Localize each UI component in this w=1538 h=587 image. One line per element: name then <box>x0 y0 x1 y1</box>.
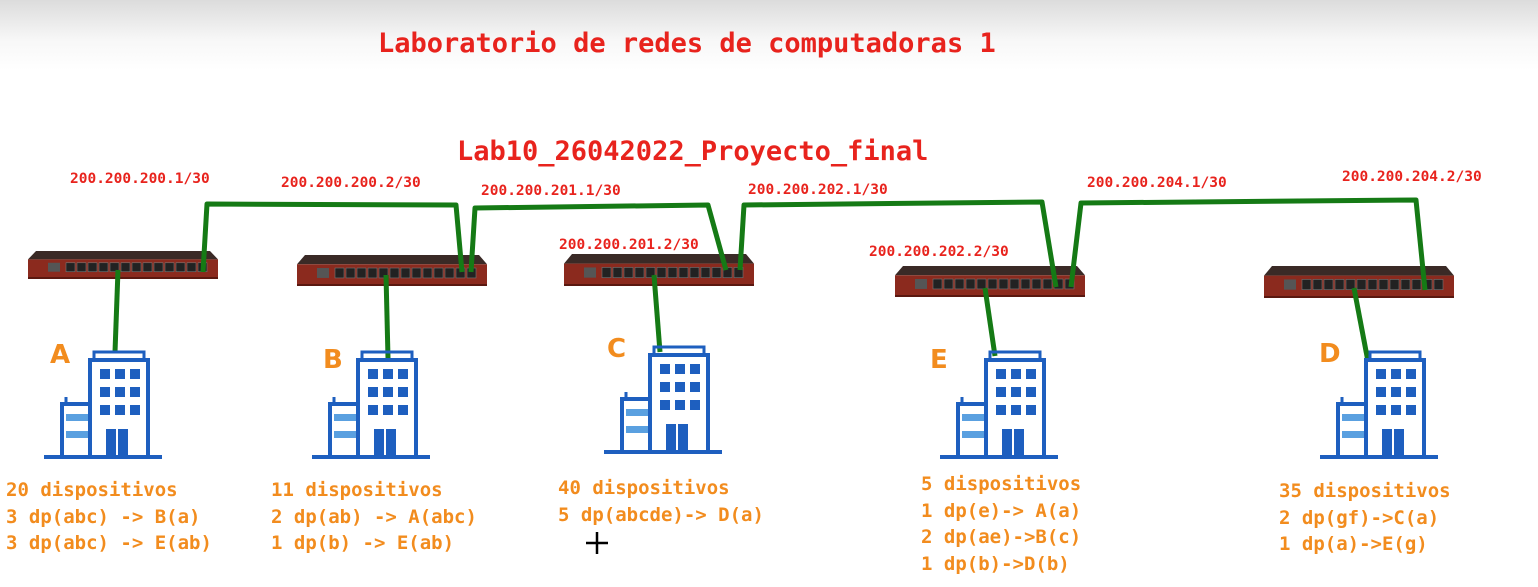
building-icon <box>938 350 1060 459</box>
router-icon <box>1264 266 1454 298</box>
site-info-c: 40 dispositivos 5 dp(abcde)-> D(a) <box>558 475 764 528</box>
link-b-c <box>468 202 729 273</box>
allocation-line: 2 dp(gf)->C(a) <box>1279 506 1440 529</box>
router-icon <box>564 254 754 286</box>
site-info-a: 20 dispositivos 3 dp(abc) -> B(a) 3 dp(a… <box>6 477 212 557</box>
site-letter: B <box>323 345 343 375</box>
ip-label: 200.200.201.1/30 <box>481 183 621 199</box>
ip-label: 200.200.202.1/30 <box>748 182 888 198</box>
site-letter: A <box>50 340 71 370</box>
lan-cable-a <box>112 269 121 353</box>
device-count: 11 dispositivos <box>271 479 443 501</box>
lan-cable-c <box>651 274 663 353</box>
allocation-line: 3 dp(abc) -> B(a) <box>6 505 201 528</box>
device-count: 20 dispositivos <box>6 479 178 501</box>
allocation-line: 3 dp(abc) -> E(ab) <box>6 532 212 554</box>
wan-links <box>200 197 1428 291</box>
link-c-e <box>737 199 1059 288</box>
site-letter: E <box>930 345 948 375</box>
ip-label: 200.200.202.2/30 <box>869 244 1009 260</box>
allocation-line: 2 dp(ae)->B(c) <box>921 526 1082 548</box>
lan-cable-b <box>383 274 391 359</box>
link-a-b <box>200 201 465 273</box>
allocation-line: 1 dp(e)-> A(a) <box>921 499 1082 522</box>
site-letter: C <box>607 334 627 364</box>
link-e-d <box>1068 197 1428 291</box>
site-info-e: 5 dispositivos 1 dp(e)-> A(a) 2 dp(ae)->… <box>921 471 1081 577</box>
allocation-line: 1 dp(b)->D(b) <box>921 552 1070 575</box>
site-letter: D <box>1319 339 1341 369</box>
ip-label: 200.200.204.1/30 <box>1087 175 1227 191</box>
device-count: 40 dispositivos <box>558 477 730 499</box>
router-icon <box>297 255 487 286</box>
allocation-line: 2 dp(ab) -> A(abc) <box>271 505 477 528</box>
ip-label: 200.200.200.1/30 <box>70 171 210 187</box>
site-info-b: 11 dispositivos 2 dp(ab) -> A(abc) 1 dp(… <box>271 477 477 557</box>
lan-cable-e <box>982 287 998 357</box>
ip-label: 200.200.200.2/30 <box>281 175 421 191</box>
ip-label: 200.200.204.2/30 <box>1342 169 1482 185</box>
site-info-d: 35 dispositivos 2 dp(gf)->C(a) 1 dp(a)->… <box>1279 478 1451 558</box>
lab-subtitle: Lab10_26042022_Proyecto_final <box>457 136 929 167</box>
allocation-line: 1 dp(a)->E(g) <box>1279 533 1428 555</box>
device-count: 5 dispositivos <box>921 473 1082 495</box>
router-icon <box>895 266 1085 297</box>
page-title: Laboratorio de redes de computadoras 1 <box>378 28 996 59</box>
router-icon <box>28 251 218 279</box>
device-count: 35 dispositivos <box>1279 480 1451 502</box>
crosshair-cursor-icon <box>586 532 608 554</box>
allocation-line: 5 dp(abcde)-> D(a) <box>558 503 764 526</box>
ip-label: 200.200.201.2/30 <box>559 237 699 253</box>
allocation-line: 1 dp(b) -> E(ab) <box>271 532 455 554</box>
